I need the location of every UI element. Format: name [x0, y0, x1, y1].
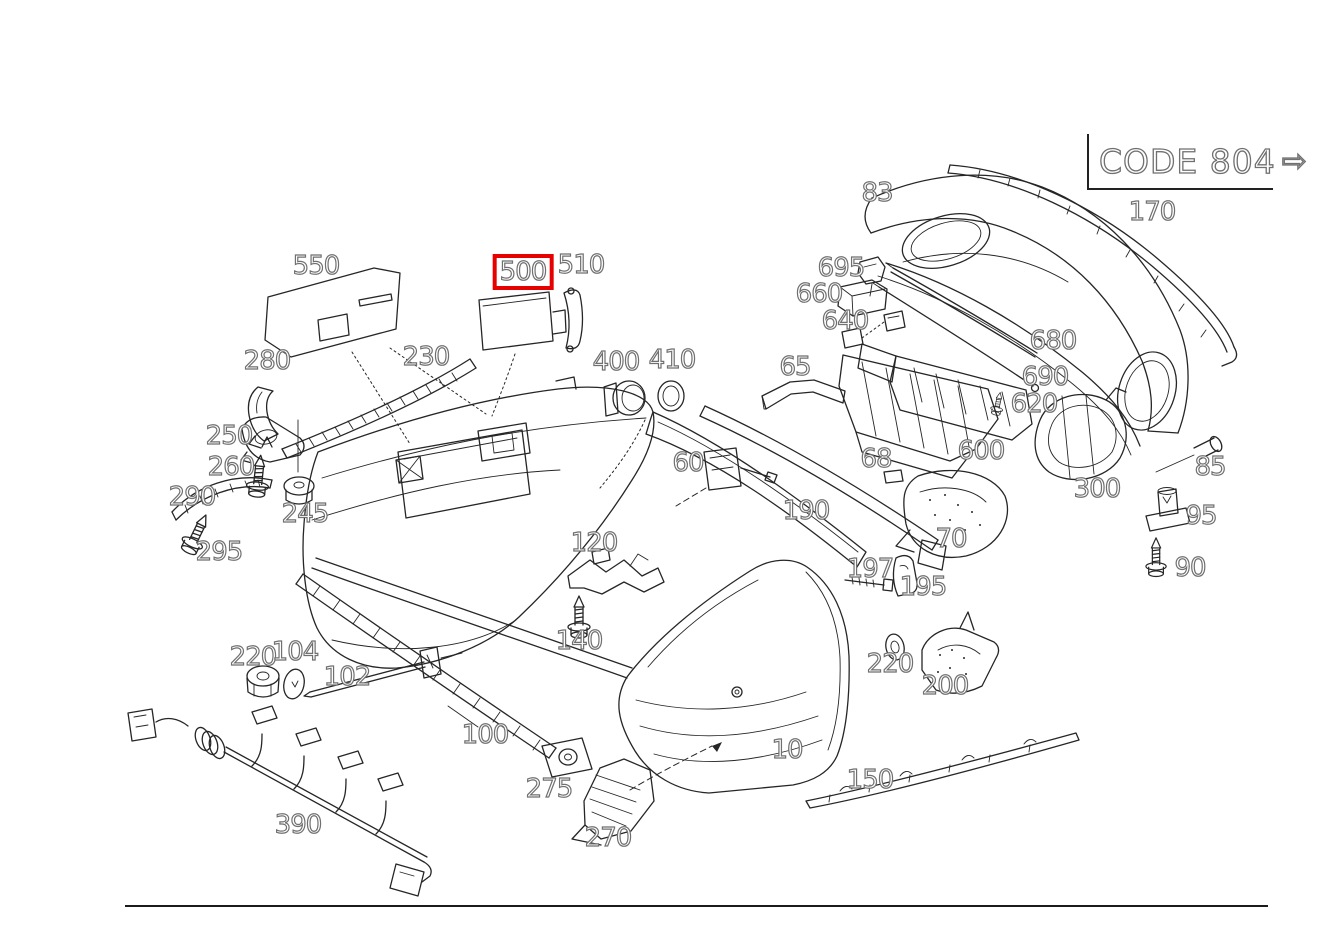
part-label-220-right[interactable]: 220	[866, 649, 915, 679]
part-120-drawing	[567, 547, 665, 595]
part-label-660[interactable]: 660	[795, 279, 844, 309]
part-10-drawing	[618, 559, 850, 794]
part-660-drawing	[837, 279, 888, 317]
part-690-drawing	[872, 282, 1040, 393]
part-230-drawing	[281, 358, 477, 459]
part-410-drawing	[657, 380, 685, 412]
part-197-drawing	[844, 576, 894, 592]
part-640-drawing	[841, 310, 906, 349]
part-695-drawing	[857, 256, 886, 297]
part-label-620[interactable]: 620	[1010, 389, 1059, 419]
part-70-drawing	[895, 469, 1009, 558]
part-label-200[interactable]: 200	[921, 671, 970, 701]
part-label-410[interactable]: 410	[648, 345, 697, 375]
part-250-drawing	[240, 416, 305, 464]
part-label-600[interactable]: 600	[957, 436, 1006, 466]
part-275-drawing	[541, 737, 593, 778]
part-550-drawing	[264, 267, 487, 445]
part-245-drawing	[283, 419, 315, 505]
part-label-275[interactable]: 275	[525, 774, 574, 804]
part-label-640[interactable]: 640	[821, 306, 870, 336]
part-label-510[interactable]: 510	[557, 250, 606, 280]
part-label-260[interactable]: 260	[207, 452, 256, 482]
part-label-390[interactable]: 390	[274, 810, 323, 840]
part-label-195[interactable]: 195	[899, 572, 948, 602]
part-label-85[interactable]: 85	[1194, 452, 1227, 482]
part-label-250[interactable]: 250	[205, 421, 254, 451]
part-label-245[interactable]: 245	[281, 499, 330, 529]
part-label-290[interactable]: 290	[168, 482, 217, 512]
part-label-280[interactable]: 280	[243, 346, 292, 376]
part-600-drawing	[857, 343, 1033, 441]
part-label-100[interactable]: 100	[461, 720, 510, 750]
part-label-60[interactable]: 60	[672, 448, 705, 478]
part-label-500[interactable]: 500	[492, 254, 554, 290]
part-label-220-left[interactable]: 220	[229, 642, 278, 672]
part-label-65[interactable]: 65	[779, 352, 812, 382]
part-195-drawing	[892, 554, 918, 597]
part-390-drawing	[127, 705, 432, 897]
part-280-drawing	[247, 386, 279, 449]
part-290-drawing	[171, 477, 273, 521]
part-label-90[interactable]: 90	[1174, 553, 1207, 583]
part-label-690[interactable]: 690	[1021, 362, 1070, 392]
part-65-drawing	[761, 379, 846, 410]
part-label-140[interactable]: 140	[555, 626, 604, 656]
part-label-295[interactable]: 295	[195, 537, 244, 567]
part-label-190[interactable]: 190	[782, 496, 831, 526]
part-label-120[interactable]: 120	[570, 528, 619, 558]
part-300-drawing	[1034, 387, 1127, 481]
code-804-label: CODE 804	[1098, 141, 1276, 181]
part-200-drawing	[921, 611, 1000, 694]
part-400-drawing	[599, 380, 646, 489]
bumper-inner-shell-drawing	[302, 376, 867, 679]
part-label-300[interactable]: 300	[1073, 474, 1122, 504]
code-804-box[interactable]: CODE 804 ⇨	[1087, 134, 1308, 190]
part-85-drawing	[1155, 435, 1223, 473]
part-label-102[interactable]: 102	[323, 662, 372, 692]
part-83-drawing	[864, 174, 1189, 456]
part-500-drawing	[478, 291, 567, 417]
part-510-drawing	[563, 287, 584, 353]
part-label-695[interactable]: 695	[817, 253, 866, 283]
code-arrow-icon: ⇨	[1281, 143, 1308, 179]
part-label-70[interactable]: 70	[935, 524, 968, 554]
part-102-drawing	[303, 646, 463, 698]
part-220-left-drawing	[246, 665, 280, 698]
part-label-270[interactable]: 270	[584, 823, 633, 853]
part-label-83[interactable]: 83	[861, 178, 894, 208]
part-220-right-drawing	[885, 633, 905, 661]
part-260-drawing	[244, 436, 273, 499]
part-label-150[interactable]: 150	[846, 765, 895, 795]
part-label-230[interactable]: 230	[402, 342, 451, 372]
part-170-drawing	[947, 164, 1238, 367]
part-label-68[interactable]: 68	[860, 444, 893, 474]
part-150-drawing	[805, 732, 1080, 809]
part-label-10[interactable]: 10	[771, 735, 804, 765]
part-label-680[interactable]: 680	[1029, 326, 1078, 356]
footer-rule	[125, 905, 1268, 907]
part-label-104[interactable]: 104	[271, 637, 320, 667]
part-190-drawing	[699, 405, 947, 571]
part-270-drawing	[571, 742, 722, 846]
part-680-drawing	[885, 262, 1038, 358]
part-104-drawing	[283, 668, 305, 700]
part-label-550[interactable]: 550	[292, 251, 341, 281]
part-100-drawing	[295, 573, 557, 759]
part-label-197[interactable]: 197	[846, 554, 895, 584]
part-68-drawing	[838, 354, 999, 484]
part-label-95[interactable]: 95	[1185, 501, 1218, 531]
part-label-400[interactable]: 400	[592, 347, 641, 377]
part-95-drawing	[1145, 487, 1191, 532]
part-label-170[interactable]: 170	[1128, 197, 1177, 227]
